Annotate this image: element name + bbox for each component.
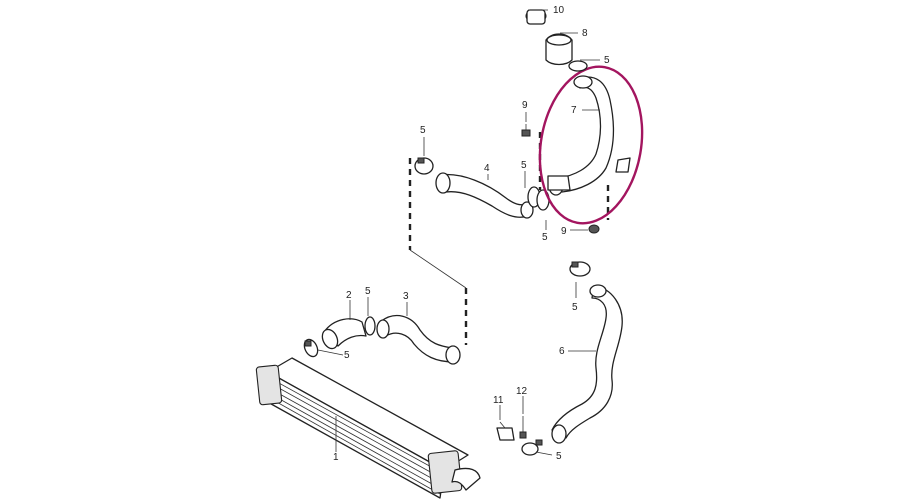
callout-9-lower: 9 <box>561 226 567 237</box>
callout-5-below-middle: 5 <box>542 232 548 243</box>
callout-5-middle: 5 <box>521 160 527 171</box>
clamp-5-lower-left <box>303 338 319 358</box>
callout-5-upper-left: 5 <box>420 125 426 136</box>
callout-5-right-upper: 5 <box>572 302 578 313</box>
bolt-9-upper <box>521 124 531 137</box>
adapter-8 <box>545 33 573 66</box>
callout-11: 11 <box>493 395 504 406</box>
callout-5-mid-left: 5 <box>365 286 371 297</box>
hose-3 <box>376 314 461 365</box>
highlight-ring <box>538 65 644 225</box>
callout-1: 1 <box>333 452 339 463</box>
clamp-5-mid-left <box>364 316 376 336</box>
callout-leaders <box>317 9 600 456</box>
bolt-9-lower <box>588 224 600 234</box>
callout-2: 2 <box>346 290 352 301</box>
callout-6: 6 <box>559 346 565 357</box>
pipe-7 <box>547 75 631 196</box>
hose-6 <box>551 284 623 444</box>
callout-5-top: 5 <box>604 55 610 66</box>
clamp-5-right-lower <box>521 439 543 456</box>
hose-4 <box>435 172 534 219</box>
screw-12 <box>519 416 527 439</box>
callout-9-upper: 9 <box>522 100 528 111</box>
clamp-5-upper-left <box>414 157 434 175</box>
cap-10 <box>525 9 547 25</box>
clamp-5-right-upper <box>569 261 591 277</box>
intercooler <box>255 357 481 499</box>
callout-5-right-lower: 5 <box>556 451 562 462</box>
dashed-connectors <box>408 132 610 345</box>
callout-4: 4 <box>484 163 490 174</box>
callout-12: 12 <box>516 386 528 397</box>
callout-3: 3 <box>403 291 409 302</box>
bracket-11 <box>496 421 515 441</box>
callout-8: 8 <box>582 28 588 39</box>
callout-5-lower-left: 5 <box>344 350 350 361</box>
callout-10: 10 <box>553 5 565 16</box>
hose-2 <box>321 318 367 350</box>
callout-labels: 10 8 5 7 9 5 4 5 5 9 5 6 2 5 3 5 1 5 11 … <box>333 5 610 463</box>
clamp-5-top <box>568 60 588 72</box>
callout-7: 7 <box>571 105 577 116</box>
